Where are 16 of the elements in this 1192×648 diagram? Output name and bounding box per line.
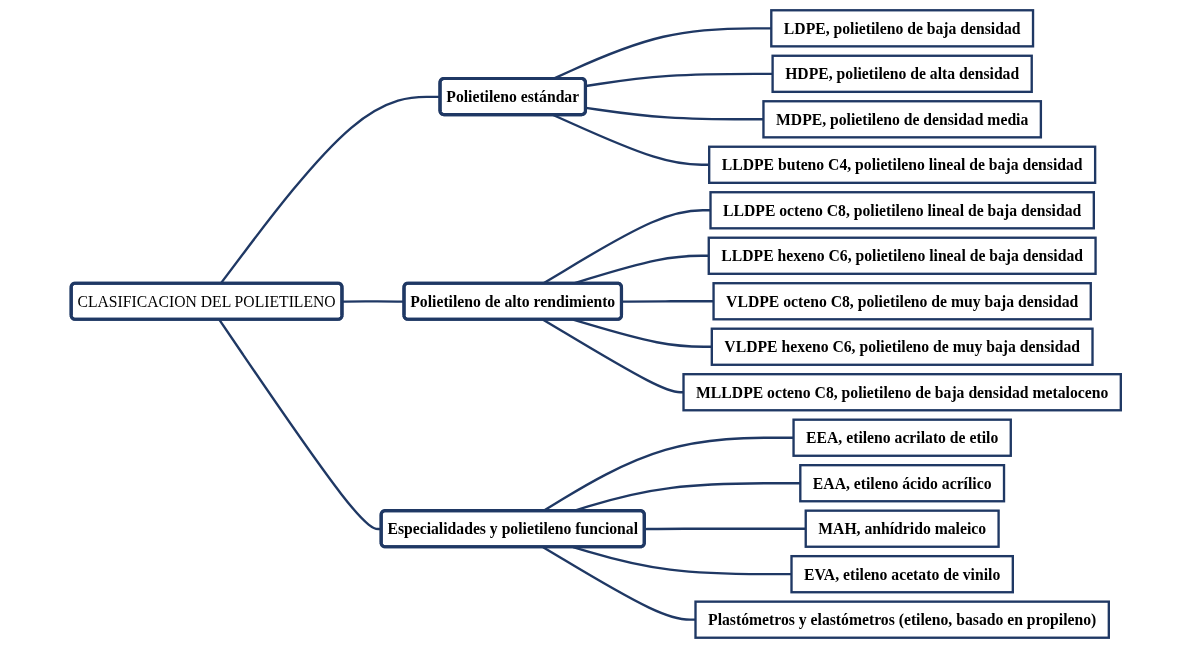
connector [542,546,696,621]
node-box: LLDPE buteno C4, polietileno lineal de baja densidad [708,145,1097,184]
node-box: MAH, anhídrido maleico [804,509,1000,548]
connector [572,546,792,576]
node-box: EAA, etileno ácido acrílico [799,464,1006,503]
node-box: MDPE, polietileno de densidad media [762,100,1043,139]
node-box: HDPE, polietileno de alta densidad [771,54,1033,93]
node-box: VLDPE octeno C8, polietileno de muy baja densidad [712,282,1092,321]
node-box: LLDPE octeno C8, polietileno lineal de baja densidad [709,191,1095,230]
node-box: EEA, etileno acrilato de etilo [792,418,1012,457]
node-box: Plastómetros y elastómetros (etileno, basado en propileno) [694,600,1110,639]
node-box: MLLDPE octeno C8, polietileno de baja densidad metaloceno [682,373,1122,412]
node-box: LDPE, polietileno de baja densidad [770,9,1035,48]
node-box: VLDPE hexeno C6, polietileno de muy baja densidad [710,327,1094,366]
node-box: EVA, etileno acetato de vinilo [790,555,1014,594]
node-box: LLDPE hexeno C6, polietileno lineal de baja densidad [707,236,1097,275]
